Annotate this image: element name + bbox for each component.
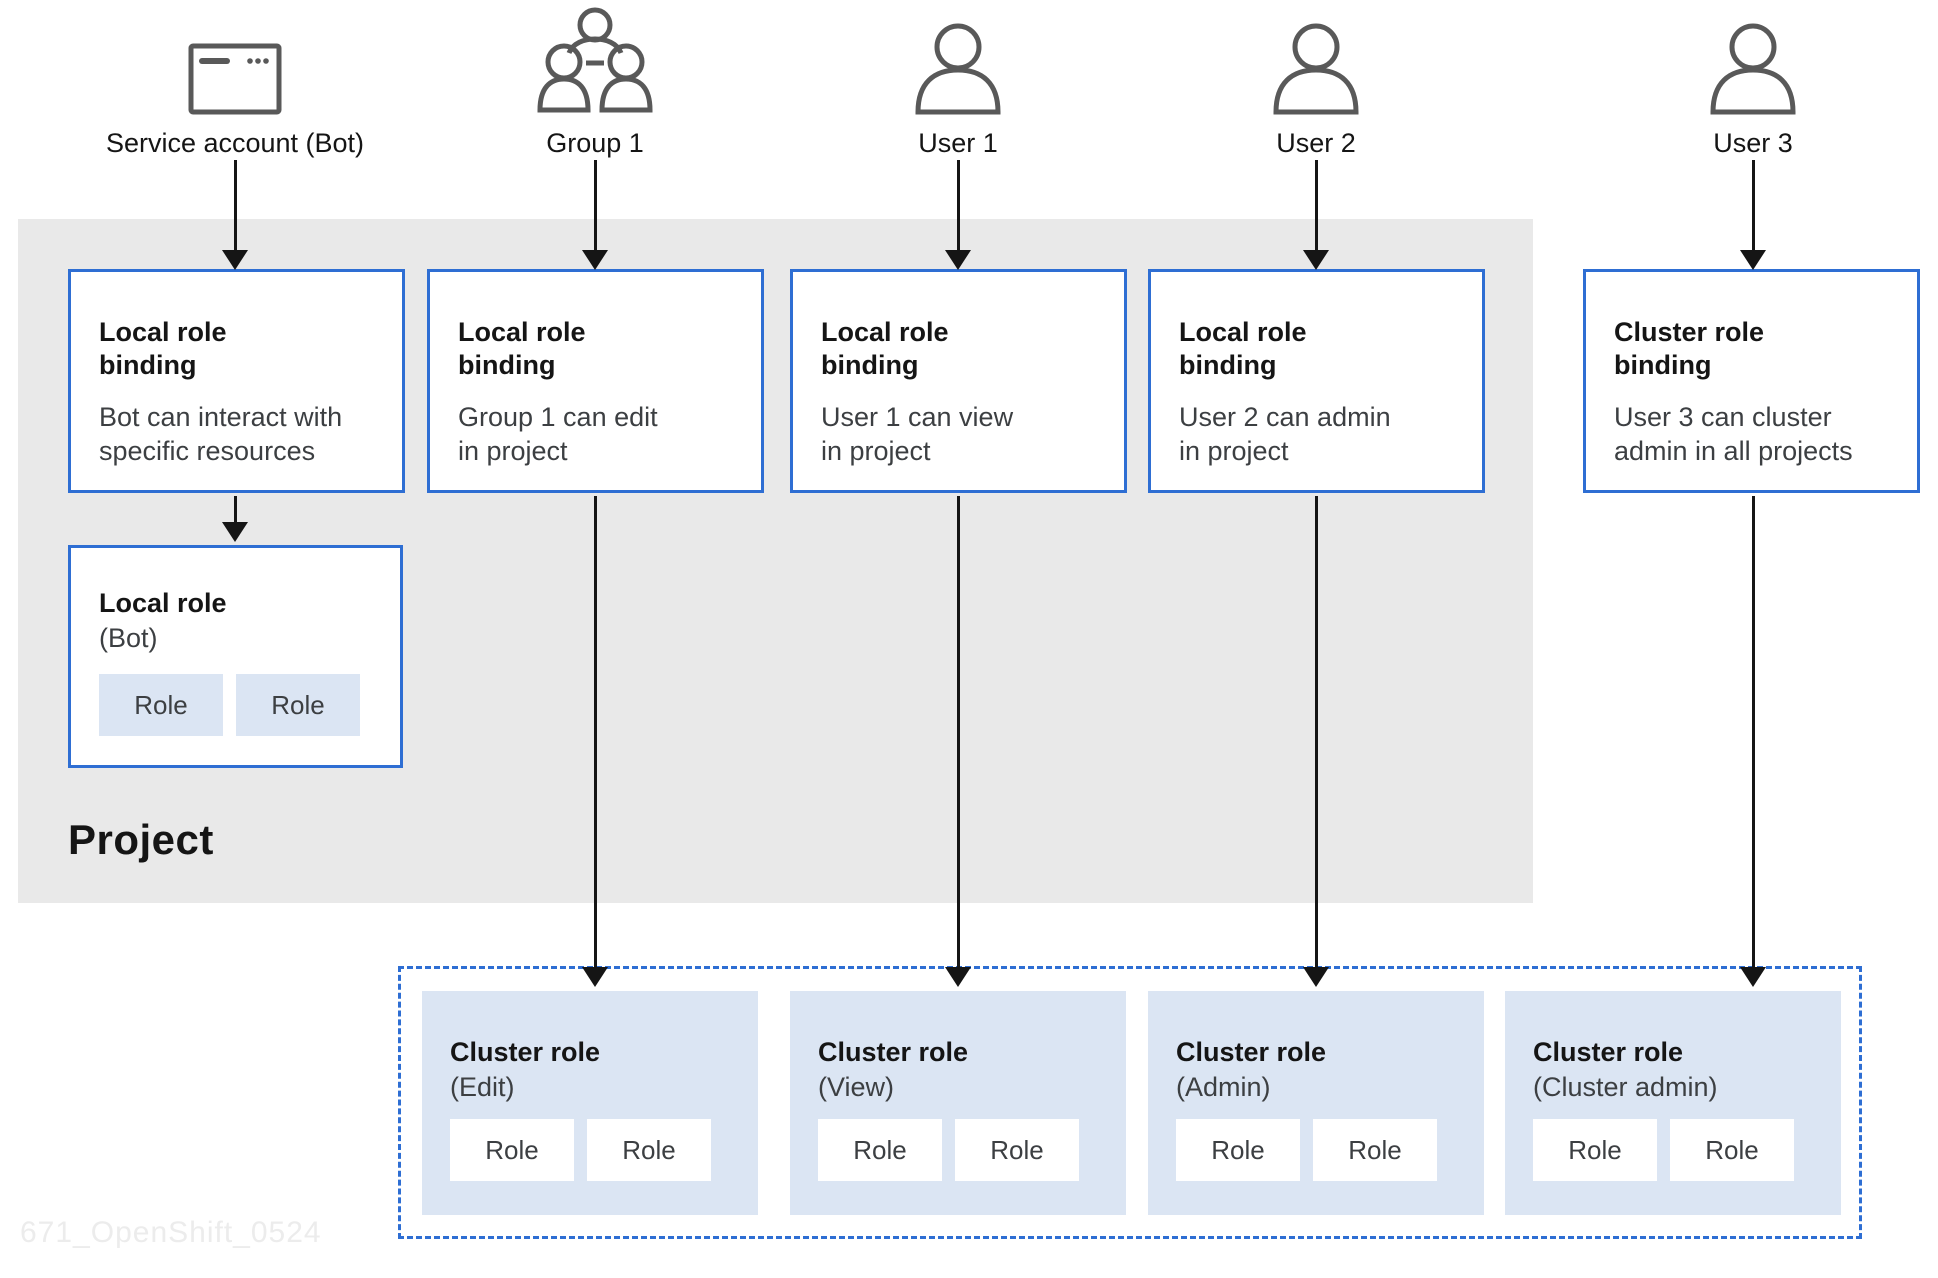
cluster-role-box-edit: Cluster role (Edit) Role Role [422,991,758,1215]
cluster-role-subtitle: (Edit) [450,1072,515,1102]
arrow-user1-binding-to-cluster-role [945,496,971,987]
user-icon [1707,0,1799,115]
local-role-binding-box-user1: Local role binding User 1 can view in pr… [790,269,1127,493]
arrow-group1-to-binding [582,160,608,270]
arrow-user1-to-binding [945,160,971,270]
cluster-role-box-admin: Cluster role (Admin) Role Role [1148,991,1484,1215]
local-role-binding-box-bot: Local role binding Bot can interact with… [68,269,405,493]
actor-label: User 3 [1713,128,1793,158]
binding-title: Local role binding [1179,317,1307,380]
binding-description: User 2 can admin in project [1179,401,1391,467]
role-chip-row: Role Role [1176,1119,1458,1181]
arrow-user3-to-binding [1740,160,1766,270]
project-label: Project [68,816,214,863]
local-role-subtitle: (Bot) [99,623,158,653]
actor-user-3: User 3 [1603,0,1903,159]
browser-window-icon [188,0,282,115]
actor-service-account: Service account (Bot) [85,0,385,159]
cluster-role-title: Cluster role [450,1037,601,1067]
group-icon [535,0,655,115]
binding-title: Local role binding [458,317,586,380]
role-chip: Role [818,1119,942,1181]
binding-description: Bot can interact with specific resources [99,401,343,467]
cluster-role-binding-box-user3: Cluster role binding User 3 can cluster … [1583,269,1920,493]
binding-description: User 1 can view in project [821,401,1014,467]
role-chip: Role [1313,1119,1437,1181]
actor-label: Group 1 [546,128,644,158]
role-chip-row: Role Role [1533,1119,1815,1181]
role-chip: Role [1176,1119,1300,1181]
role-chip: Role [587,1119,711,1181]
arrow-user3-binding-to-cluster-role [1740,496,1766,987]
arrow-service-account-to-binding [222,160,248,270]
role-chip-row: Role Role [818,1119,1100,1181]
cluster-role-box-cluster-admin: Cluster role (Cluster admin) Role Role [1505,991,1841,1215]
user-icon [912,0,1004,115]
cluster-role-box-view: Cluster role (View) Role Role [790,991,1126,1215]
user-icon [1270,0,1362,115]
binding-title: Cluster role binding [1614,317,1765,380]
cluster-role-title: Cluster role [818,1037,969,1067]
actor-user-2: User 2 [1166,0,1466,159]
local-role-binding-box-group1: Local role binding Group 1 can edit in p… [427,269,764,493]
watermark-text: 671_OpenShift_0524 [20,1216,322,1249]
local-role-box-bot: Local role (Bot) Role Role [68,545,403,768]
arrow-binding-to-local-role [222,496,248,542]
role-chip-row: Role Role [99,674,374,736]
role-chip: Role [450,1119,574,1181]
arrow-group1-binding-to-cluster-role [582,496,608,987]
local-role-binding-box-user2: Local role binding User 2 can admin in p… [1148,269,1485,493]
role-chip: Role [99,674,223,736]
cluster-role-subtitle: (View) [818,1072,895,1102]
cluster-roles-container [398,966,1862,1239]
arrow-user2-binding-to-cluster-role [1303,496,1329,987]
local-role-title: Local role [99,588,227,618]
role-chip-row: Role Role [450,1119,732,1181]
actor-label: Service account (Bot) [105,128,365,158]
actor-label: User 1 [918,128,998,158]
actor-user-1: User 1 [808,0,1108,159]
actor-label: User 2 [1276,128,1356,158]
binding-title: Local role binding [99,317,227,380]
role-chip: Role [1533,1119,1657,1181]
binding-description: User 3 can cluster admin in all projects [1614,401,1853,467]
role-chip: Role [1670,1119,1794,1181]
actor-group-1: Group 1 [445,0,745,159]
binding-title: Local role binding [821,317,949,380]
role-chip: Role [955,1119,1079,1181]
cluster-role-subtitle: (Admin) [1176,1072,1271,1102]
arrow-user2-to-binding [1303,160,1329,270]
cluster-role-title: Cluster role [1176,1037,1327,1067]
cluster-role-subtitle: (Cluster admin) [1533,1072,1718,1102]
cluster-role-title: Cluster role [1533,1037,1684,1067]
binding-description: Group 1 can edit in project [458,401,658,467]
role-chip: Role [236,674,360,736]
